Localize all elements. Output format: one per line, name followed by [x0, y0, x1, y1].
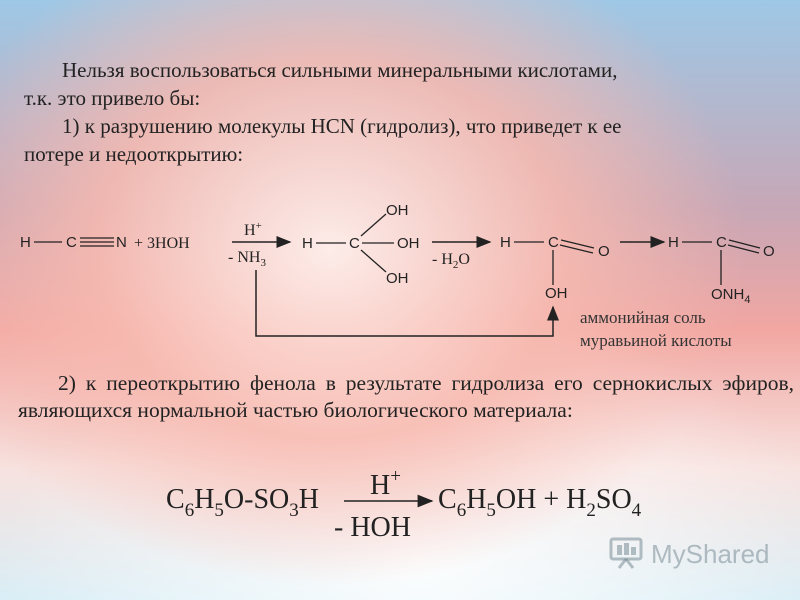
- ammonium-formate-label: аммонийная соль муравьиной кислоты: [580, 306, 732, 352]
- watermark-text: MyShared: [651, 539, 770, 569]
- svg-text:H: H: [302, 235, 313, 252]
- plus-3hoh: + 3HOH: [134, 235, 190, 252]
- svg-text:C: C: [716, 234, 727, 251]
- note-line-2: муравьиной кислоты: [580, 331, 732, 350]
- svg-text:H: H: [668, 234, 679, 251]
- svg-text:H+: H+: [244, 220, 262, 239]
- point-1-line-2: потере и недооткрытию:: [24, 142, 244, 166]
- svg-text:OH: OH: [397, 235, 420, 252]
- svg-text:O: O: [763, 243, 775, 260]
- svg-text:H: H: [500, 234, 511, 251]
- paragraph-point-1: 1) к разрушению молекулы HCN (гидролиз),…: [24, 112, 776, 168]
- note-line-1: аммонийная соль: [580, 308, 706, 327]
- svg-text:C: C: [66, 234, 77, 251]
- svg-text:C: C: [548, 234, 559, 251]
- svg-text:C: C: [349, 235, 360, 252]
- svg-text:OH: OH: [386, 270, 409, 287]
- svg-text:- H2O: - H2O: [432, 251, 470, 271]
- arrow-1: H+ - NH3: [228, 220, 292, 269]
- svg-text:N: N: [116, 234, 127, 251]
- hcn-molecule: H C N: [20, 234, 127, 251]
- products-formula: C6H5OH + H2SO4: [438, 484, 642, 521]
- arrow-2: - H2O: [432, 236, 492, 271]
- watermark-logo: MyShared: [609, 537, 770, 571]
- orthoformic-acid: H C OH OH OH: [302, 202, 420, 287]
- svg-text:H: H: [20, 234, 31, 251]
- svg-text:OH: OH: [545, 285, 568, 302]
- intro-line-2: т.к. это привело бы:: [24, 86, 201, 110]
- paragraph-intro: Нельзя воспользоваться сильными минераль…: [24, 56, 776, 112]
- formic-acid: H C O OH: [500, 234, 610, 302]
- paragraph-point-2: 2) к переоткрытию фенола в результате ги…: [18, 370, 794, 424]
- minus-hoh: - HOH: [334, 512, 411, 543]
- svg-text:O: O: [598, 243, 610, 260]
- point-2-text: 2) к переоткрытию фенола в результате ги…: [18, 371, 794, 422]
- svg-text:OH: OH: [386, 202, 409, 219]
- ammonium-formate: H C O ONH4: [668, 234, 775, 306]
- svg-text:- NH3: - NH3: [228, 249, 266, 269]
- svg-text:ONH4: ONH4: [711, 286, 750, 306]
- point-1-line-1: 1) к разрушению молекулы HCN (гидролиз),…: [62, 114, 622, 138]
- presentation-icon: [609, 537, 643, 569]
- catalyst-h-plus: H+: [370, 466, 401, 501]
- phenol-sulfate-reaction: C6H5O-SO3H H+ - HOH C6H5OH + H2SO4: [166, 466, 642, 543]
- bypass-arrow: [255, 270, 559, 337]
- reactant-formula: C6H5O-SO3H: [166, 484, 319, 521]
- intro-line-1: Нельзя воспользоваться сильными минераль…: [62, 58, 618, 82]
